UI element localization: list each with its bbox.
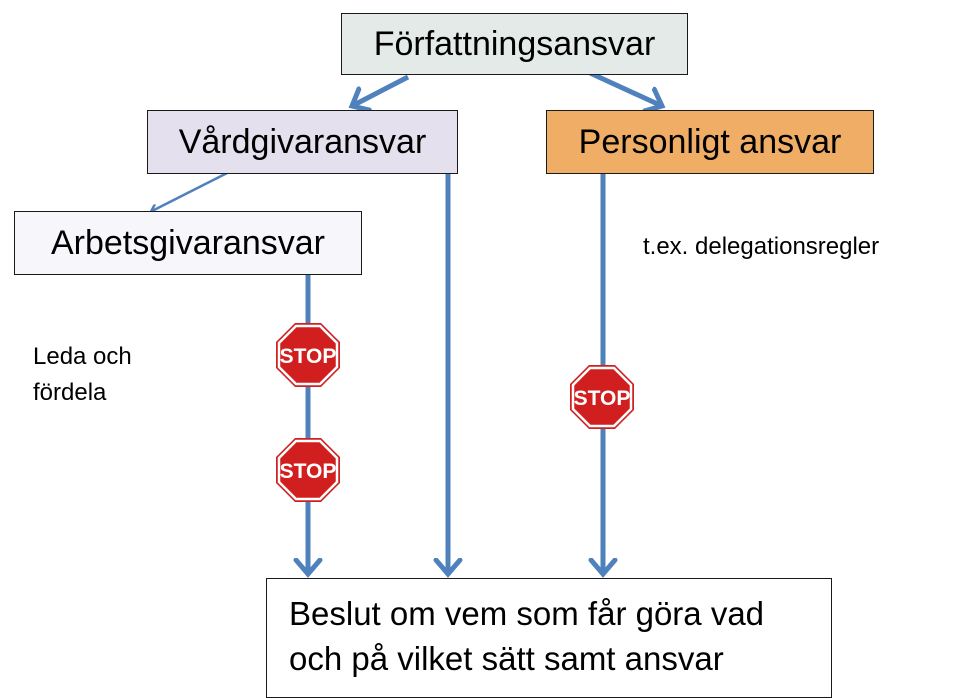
stop-sign-icon: STOP bbox=[569, 364, 635, 430]
arrow-top-to-vardgivar bbox=[352, 74, 410, 106]
personligt-ansvar-label: Personligt ansvar bbox=[578, 122, 842, 161]
beslut-result-box: Beslut om vem som får göra vad och på vi… bbox=[266, 578, 832, 698]
delegation-note: t.ex. delegationsregler bbox=[643, 233, 880, 260]
stop-sign-text: STOP bbox=[280, 460, 337, 483]
leda-fordela-note: Leda och fördela bbox=[33, 339, 132, 411]
stop-sign-text: STOP bbox=[574, 387, 631, 410]
personligt-ansvar-box: Personligt ansvar bbox=[546, 110, 874, 174]
forfattningsansvar-box: Författningsansvar bbox=[341, 13, 688, 75]
leda-note-line-2: fördela bbox=[33, 379, 107, 406]
vardgivaransvar-box: Vårdgivaransvar bbox=[147, 110, 458, 174]
result-line-1: Beslut om vem som får göra vad bbox=[289, 595, 765, 632]
arbetsgivaransvar-box: Arbetsgivaransvar bbox=[14, 211, 362, 275]
result-line-2: och på vilket sätt samt ansvar bbox=[289, 640, 724, 677]
stop-sign-icon: STOP bbox=[275, 322, 341, 388]
leda-note-line-1: Leda och bbox=[33, 343, 132, 370]
arrow-vardgivar-to-arbetsgivar bbox=[152, 166, 238, 211]
arbetsgivaransvar-label: Arbetsgivaransvar bbox=[50, 223, 325, 262]
stop-sign-text: STOP bbox=[280, 345, 337, 368]
forfattningsansvar-label: Författningsansvar bbox=[373, 24, 656, 63]
vardgivaransvar-label: Vårdgivaransvar bbox=[178, 122, 427, 161]
arrow-top-to-personligt bbox=[588, 70, 662, 106]
stop-sign-icon: STOP bbox=[275, 437, 341, 503]
